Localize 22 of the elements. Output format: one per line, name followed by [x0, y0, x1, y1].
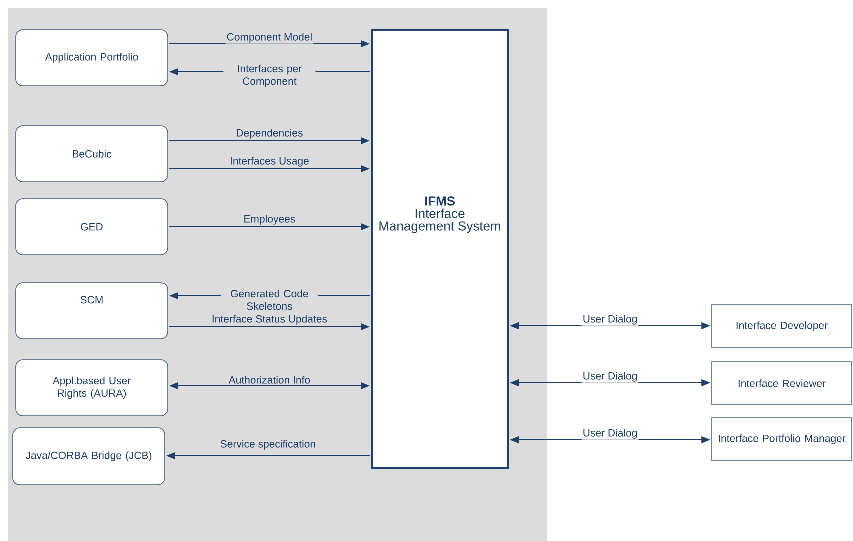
role-box: Interface Reviewer — [712, 362, 852, 406]
system-box: GED — [16, 198, 168, 256]
system-box: Appl.based User Rights (AURA) — [16, 360, 168, 416]
edge-label: Interfaces Usage — [229, 156, 310, 168]
edge-label: Authorization Info — [228, 375, 312, 385]
edge-label: Generated Code Skeletons — [221, 288, 318, 312]
edge-label: Component Model — [226, 32, 314, 44]
edge-label: User Dialog — [582, 371, 639, 383]
edge-label: User Dialog — [582, 314, 639, 326]
edge-label: Service specification — [219, 439, 318, 451]
system-box: SCM — [16, 282, 168, 340]
role-box: Interface Portfolio Manager — [712, 418, 852, 462]
system-box: Java/CORBA Bridge (JCB) — [12, 428, 166, 486]
edge-label: Dependencies — [235, 128, 304, 140]
role-box: Interface Developer — [712, 304, 852, 348]
edge-label: Employees — [242, 214, 297, 226]
edge-label: Interfaces per Component — [224, 64, 316, 88]
system-box: Application Portfolio — [16, 30, 168, 86]
system-box: IFMS Interface Management System — [371, 29, 509, 469]
edge-label: Interface Status Updates — [210, 314, 328, 326]
edge-label: User Dialog — [582, 428, 639, 440]
system-box: BeCubic — [16, 126, 168, 182]
